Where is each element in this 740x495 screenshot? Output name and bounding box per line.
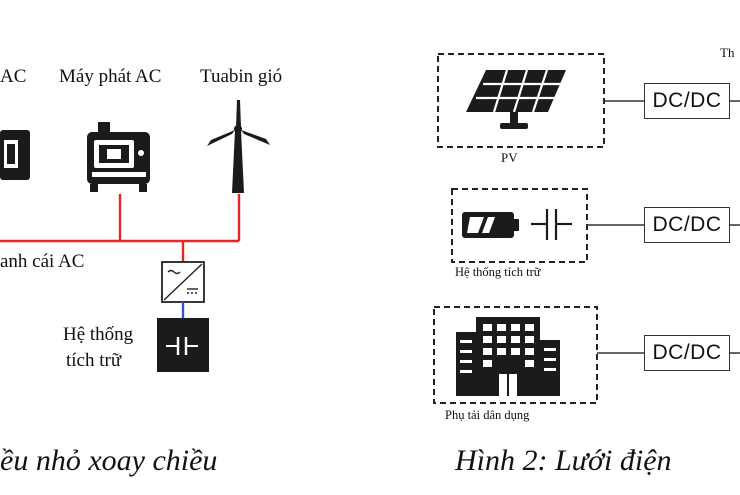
storage-system-label: Hệ thống tích trữ — [455, 265, 541, 279]
load-dashed-box — [433, 306, 598, 404]
right-caption: Hình 2: Lưới điện — [455, 444, 672, 477]
busbar-label: anh cái AC — [0, 251, 85, 272]
dc-connection-lines — [587, 100, 740, 354]
wind-turbine-icon — [207, 100, 270, 193]
generator-label: Máy phát AC — [59, 66, 162, 87]
converter-icon — [161, 261, 205, 303]
ac-busbar-lines — [0, 194, 241, 262]
battery-icon — [462, 212, 519, 238]
capacitor-symbol-icon — [531, 209, 572, 240]
building-icon — [456, 317, 560, 396]
pv-label: PV — [501, 150, 518, 165]
dcdc-converter-storage: DC/DC — [644, 207, 730, 243]
storage-label-line2: tích trữ — [66, 350, 122, 371]
dcdc-converter-pv: DC/DC — [644, 83, 730, 119]
capacitor-icon — [157, 318, 209, 372]
left-caption: ều nhỏ xoay chiều — [0, 444, 218, 477]
storage-label-line1: Hệ thống — [63, 324, 134, 345]
top-partial-label: Th — [720, 45, 735, 60]
wind-turbine-label: Tuabin gió — [200, 66, 283, 87]
left-partial-device-icon — [0, 130, 30, 180]
generator-icon — [87, 122, 150, 192]
ac-partial-label: AC — [0, 66, 27, 87]
dcdc-converter-load: DC/DC — [644, 335, 730, 371]
solar-panel-icon — [466, 69, 566, 129]
residential-load-label: Phụ tải dân dụng — [445, 408, 530, 422]
